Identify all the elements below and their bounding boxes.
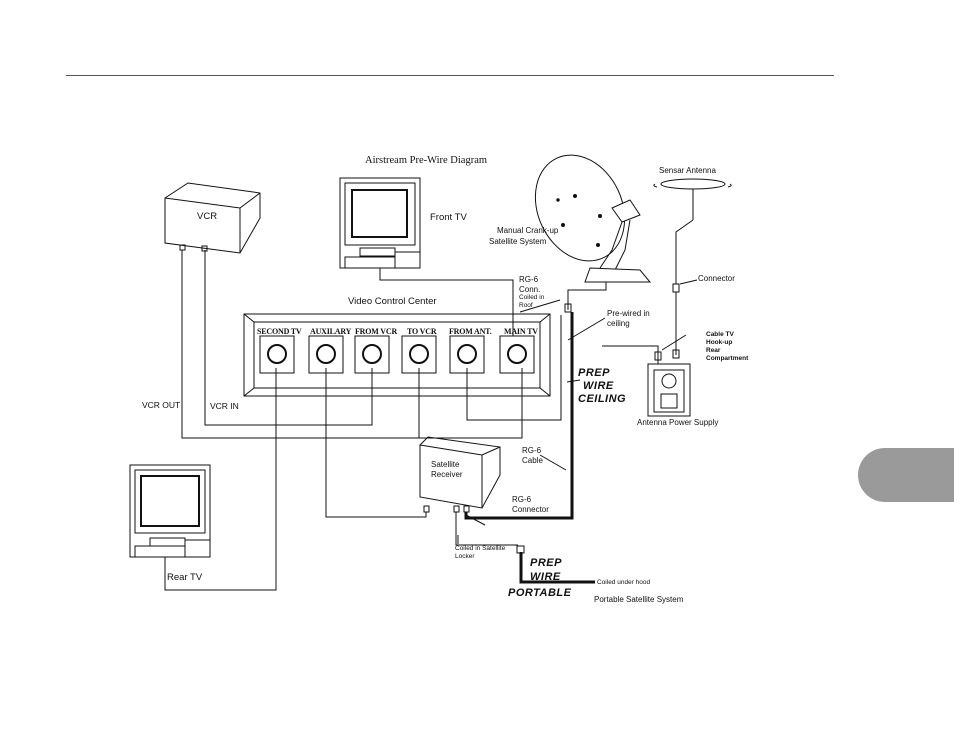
portable-satellite-label: Portable Satellite System xyxy=(594,595,684,604)
prep-ceiling-line3: CEILING xyxy=(578,393,627,405)
rg6-connector-label-line1: RG-6 xyxy=(512,495,532,504)
vcr-out-label: VCR OUT xyxy=(142,400,181,410)
wiring xyxy=(164,250,698,591)
front-tv-label: Front TV xyxy=(430,212,467,223)
chapter-tab xyxy=(858,448,954,502)
video-control-center-label: Video Control Center xyxy=(348,296,437,307)
front-tv-unit xyxy=(339,177,421,269)
prep-ceiling-line2: WIRE xyxy=(583,380,614,392)
cable-tv-label-line1: Cable TV xyxy=(706,331,734,338)
rg6-cable-label-line2: Cable xyxy=(522,456,543,465)
jack-label-from-vcr: FROM VCR xyxy=(355,327,398,336)
prep-portable-line3: PORTABLE xyxy=(508,587,572,599)
sensar-antenna-label: Sensar Antenna xyxy=(659,166,716,175)
vcr-in-label: VCR IN xyxy=(210,401,239,411)
coiled-roof-label-line1: Coiled in xyxy=(519,294,545,301)
coiled-locker-label-line1: Coiled in Satellite xyxy=(455,545,506,552)
satellite-receiver-label-line1: Satellite xyxy=(431,460,460,469)
rg6-cable-label-line1: RG-6 xyxy=(522,446,542,455)
antenna-power-supply-label: Antenna Power Supply xyxy=(637,418,719,427)
prewired-label-line2: ceiling xyxy=(607,319,630,328)
satellite-receiver-label-line2: Receiver xyxy=(431,470,463,479)
coiled-roof-label-line2: Roof xyxy=(519,302,533,309)
jack-label-to-vcr: TO VCR xyxy=(407,327,437,336)
rear-tv-label: Rear TV xyxy=(167,572,203,583)
prewired-label-line1: Pre-wired in xyxy=(607,309,650,318)
vcr-unit xyxy=(164,182,261,254)
rg6-conn-label-line1: RG-6 xyxy=(519,275,539,284)
coiled-hood-label: Coiled under hood xyxy=(597,579,651,586)
satellite-label-line1: Manual Crank-up xyxy=(497,226,559,235)
prep-portable-line1: PREP xyxy=(530,557,562,569)
cable-tv-label-line4: Compartment xyxy=(706,355,749,362)
satellite-dish xyxy=(534,154,652,283)
sensar-antenna xyxy=(653,178,732,355)
rg6-conn-label-line2: Conn. xyxy=(519,285,541,294)
cable-tv-label-line3: Rear xyxy=(706,347,721,354)
video-control-center xyxy=(243,313,551,397)
cable-tv-label-line2: Hook-up xyxy=(706,339,733,346)
satellite-label-line2: Satellite System xyxy=(489,237,547,246)
antenna-power-supply xyxy=(647,363,691,417)
jack-label-from-ant: FROM ANT. xyxy=(449,327,492,336)
rg6-connector-label-line2: Connector xyxy=(512,505,549,514)
connector-label: Connector xyxy=(698,274,735,283)
coiled-locker-label-line2: Locker xyxy=(455,553,475,560)
header-rule xyxy=(66,75,834,76)
vcr-label: VCR xyxy=(197,211,218,222)
jack-label-second-tv: SECOND TV xyxy=(257,327,302,336)
jack-label-auxilary: AUXILARY xyxy=(310,327,352,336)
jack-label-main-tv: MAIN TV xyxy=(504,327,538,336)
prep-portable-line2: WIRE xyxy=(530,571,561,583)
rear-tv-unit xyxy=(129,464,211,558)
prep-ceiling-line1: PREP xyxy=(578,367,610,379)
satellite-receiver xyxy=(419,436,501,513)
diagram-title: Airstream Pre-Wire Diagram xyxy=(365,155,488,166)
